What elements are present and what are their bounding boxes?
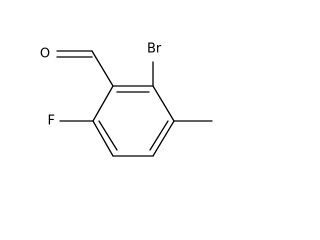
ring-bond-c6-c1 [92,85,114,122]
ring-inner-bond-c5-c6 [98,120,118,151]
ring-inner-bond-c3-c4 [149,120,169,151]
atom-label-oxygen: O [40,47,50,62]
atom-label-fluorine: F [48,114,55,129]
ring-bond-c2-c3 [152,85,175,122]
atom-label-bromine: Br [147,42,162,57]
ring-bond-c3-c4 [152,120,175,157]
ring-bond-c5-c6 [92,120,114,157]
bond-carbonyl-ring [91,50,114,87]
molecule-structure: O Br F [40,42,213,157]
